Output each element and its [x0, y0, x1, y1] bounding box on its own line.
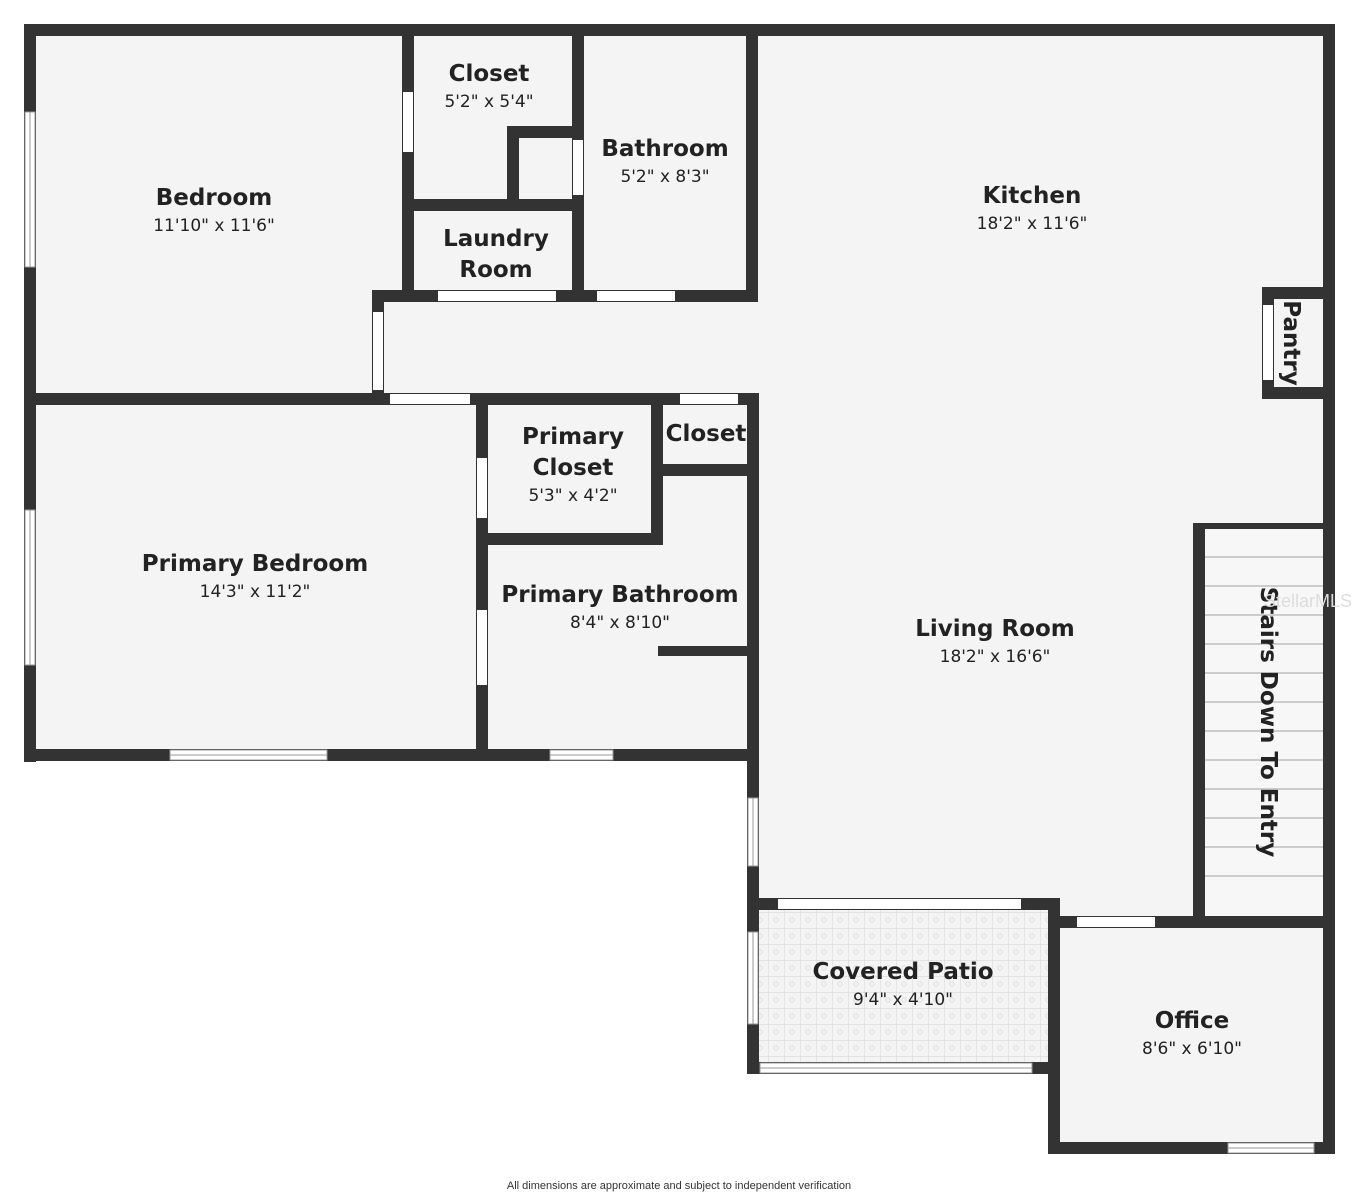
stairs-floor: [1203, 527, 1325, 917]
room-closet: Closet 5'2" x 5'4": [444, 61, 533, 112]
room-name-primary-bathroom: Primary Bathroom: [501, 582, 738, 608]
room-name-covered-patio: Covered Patio: [812, 959, 993, 985]
room-stairs: Stairs Down To Entry: [1255, 587, 1281, 857]
room-name-stairs: Stairs Down To Entry: [1255, 587, 1281, 857]
room-name-bathroom: Bathroom: [601, 136, 728, 162]
room-dims-primary-closet: 5'3" x 4'2": [528, 486, 617, 506]
room-primary-closet: Primary Closet 5'3" x 4'2": [522, 424, 624, 506]
room-name-closet-2: Closet: [666, 421, 747, 447]
patio-tile-floor: [757, 910, 1049, 1064]
room-bathroom: Bathroom 5'2" x 8'3": [601, 136, 728, 187]
room-dims-bedroom: 11'10" x 11'6": [153, 216, 275, 236]
room-name-office: Office: [1155, 1008, 1229, 1034]
room-name-primary-closet-line2: Closet: [533, 455, 614, 481]
windows-and-openings: [24, 92, 1315, 1154]
room-dims-living-room: 18'2" x 16'6": [940, 647, 1051, 667]
room-name-bedroom: Bedroom: [156, 185, 273, 211]
room-dims-primary-bathroom: 8'4" x 8'10": [570, 613, 670, 633]
room-dims-bathroom: 5'2" x 8'3": [620, 167, 709, 187]
disclaimer: All dimensions are approximate and subje…: [506, 1180, 852, 1192]
room-name-laundry-line2: Room: [459, 257, 532, 283]
room-closet-2: Closet: [666, 421, 747, 447]
room-name-pantry: Pantry: [1278, 300, 1304, 385]
room-name-living-room: Living Room: [915, 616, 1075, 642]
room-bedroom: Bedroom 11'10" x 11'6": [153, 185, 275, 236]
floor-areas: [25, 25, 1334, 1152]
room-name-kitchen: Kitchen: [983, 183, 1082, 209]
room-laundry: Laundry Room: [443, 226, 549, 283]
room-primary-bathroom: Primary Bathroom 8'4" x 8'10": [501, 582, 738, 633]
room-name-primary-closet-line1: Primary: [522, 424, 624, 450]
room-dims-kitchen: 18'2" x 11'6": [977, 214, 1088, 234]
room-dims-office: 8'6" x 6'10": [1142, 1039, 1242, 1059]
room-kitchen: Kitchen 18'2" x 11'6": [977, 183, 1088, 234]
room-primary-bedroom: Primary Bedroom 14'3" x 11'2": [142, 551, 368, 602]
room-dims-primary-bedroom: 14'3" x 11'2": [200, 582, 311, 602]
room-pantry: Pantry: [1278, 300, 1304, 385]
stair-treads: [1203, 556, 1325, 877]
room-living-room: Living Room 18'2" x 16'6": [915, 616, 1075, 667]
room-dims-closet: 5'2" x 5'4": [444, 92, 533, 112]
room-name-closet: Closet: [449, 61, 530, 87]
room-dims-covered-patio: 9'4" x 4'10": [853, 990, 953, 1010]
room-name-primary-bedroom: Primary Bedroom: [142, 551, 368, 577]
room-name-laundry-line1: Laundry: [443, 226, 549, 252]
room-covered-patio: Covered Patio 9'4" x 4'10": [812, 959, 993, 1010]
room-office: Office 8'6" x 6'10": [1142, 1008, 1242, 1059]
watermark: StellarMLS: [1264, 591, 1352, 611]
